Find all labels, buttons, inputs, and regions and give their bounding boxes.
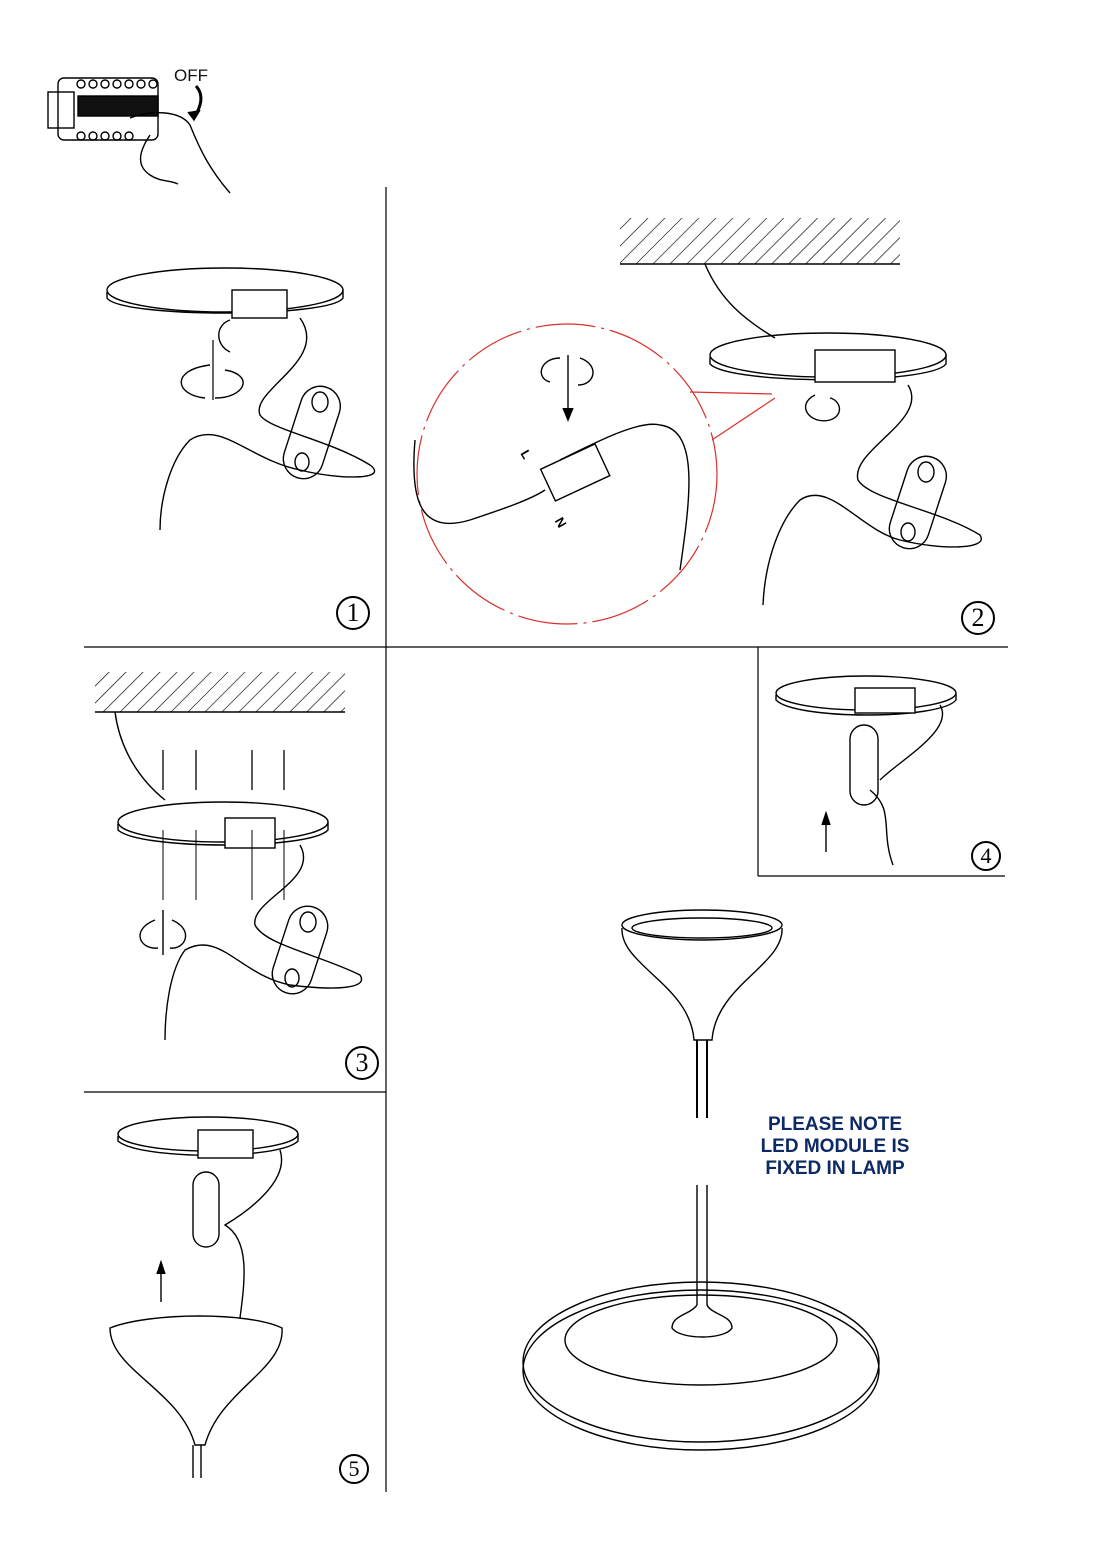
- off-label: OFF: [174, 66, 208, 85]
- step-number-4: 4: [971, 841, 1001, 871]
- step-2-illustration: [413, 218, 982, 625]
- step-3-illustration: [95, 672, 363, 1041]
- step-number-3: 3: [345, 1046, 379, 1080]
- step-number-1: 1: [336, 596, 370, 630]
- lamp-illustration: [522, 909, 880, 1451]
- led-module-note: PLEASE NOTE LED MODULE IS FIXED IN LAMP: [740, 1114, 930, 1180]
- breaker-panel-icon: [47, 77, 231, 194]
- note-line: FIXED IN LAMP: [765, 1158, 905, 1179]
- step-4-illustration: [775, 675, 957, 866]
- step-number-2: 2: [961, 601, 995, 635]
- step-5-illustration: [109, 1116, 299, 1478]
- note-line: LED MODULE IS: [760, 1136, 910, 1157]
- detail-magnifier-circle: [416, 323, 718, 625]
- panel-dividers: [84, 187, 1008, 1492]
- step-1-illustration: [106, 267, 376, 531]
- step-number-5: 5: [339, 1454, 369, 1484]
- note-line: PLEASE NOTE: [767, 1114, 903, 1135]
